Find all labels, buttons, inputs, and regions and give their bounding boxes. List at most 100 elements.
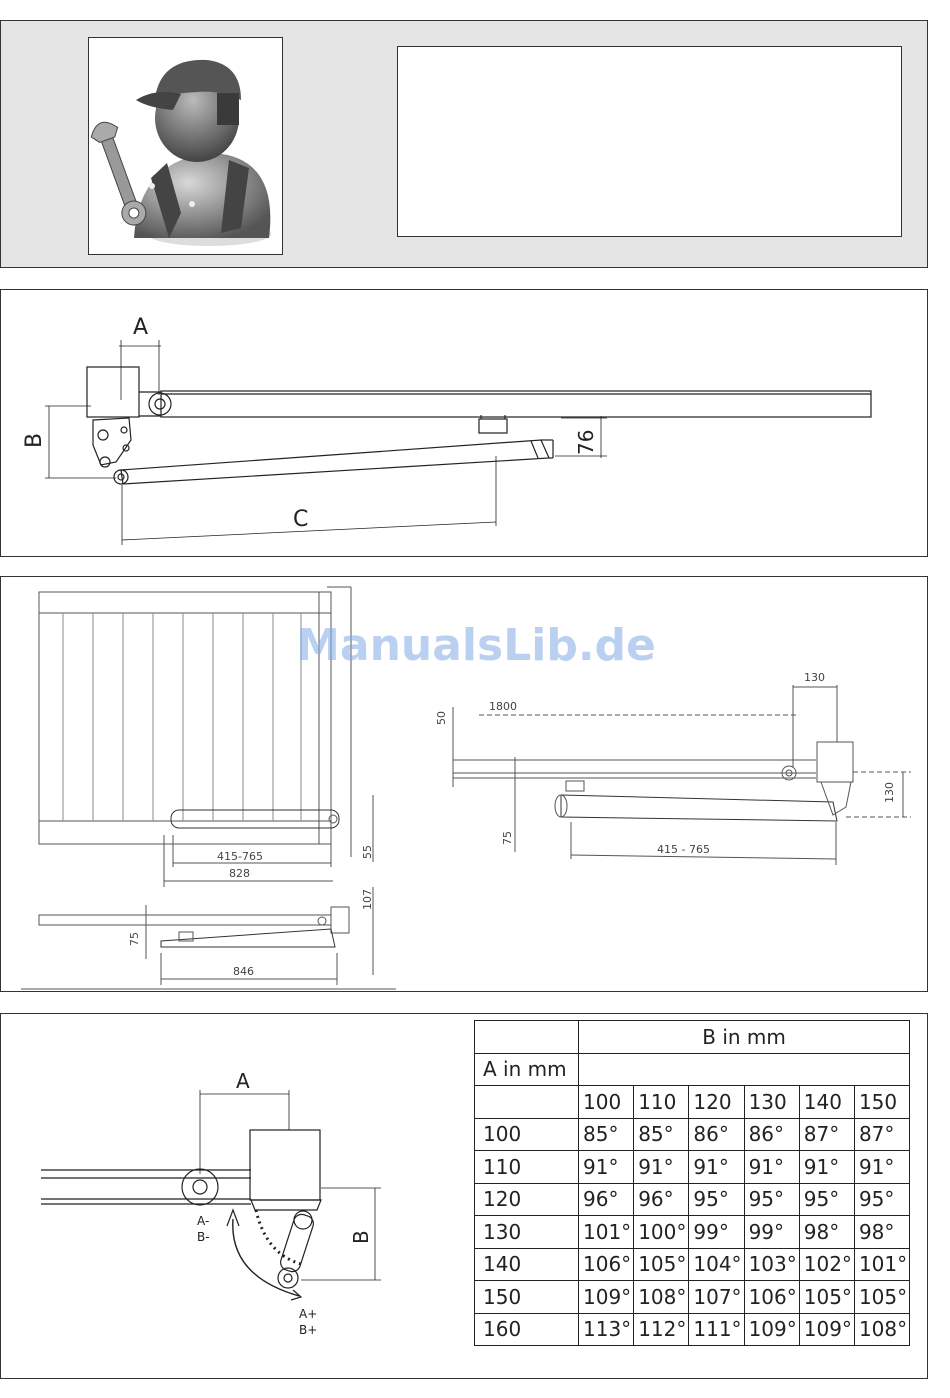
row-header: 160 <box>474 1312 579 1346</box>
table-cell: 91° <box>688 1150 745 1184</box>
table-cell: 85° <box>633 1117 690 1151</box>
table-row: 150 109° 108° 107° 106° 105° 105° <box>474 1280 911 1314</box>
note-box <box>397 46 902 237</box>
row-header: 150 <box>474 1280 579 1314</box>
table-cell: 95° <box>688 1182 745 1216</box>
table-cell: 105° <box>633 1247 690 1281</box>
dim-846: 846 <box>233 965 254 978</box>
dim-415-765: 415-765 <box>217 850 263 863</box>
table-cell: 86° <box>743 1117 800 1151</box>
table-cell: 109° <box>798 1312 855 1346</box>
dim-828: 828 <box>229 867 250 880</box>
installation-drawing: 415-765 828 55 75 846 107 1800 130 50 13… <box>21 586 911 990</box>
table-cell: 86° <box>688 1117 745 1151</box>
table-row: 160 113° 112° 111° 109° 109° 108° <box>474 1312 911 1346</box>
row-header: 120 <box>474 1182 579 1216</box>
door-closer-arm-drawing: A B 76 C <box>22 315 872 545</box>
installation-drawings-panel: 415-765 828 55 75 846 107 1800 130 50 13… <box>0 576 928 992</box>
column-header: 130 <box>743 1085 800 1119</box>
table-cell: 91° <box>577 1150 635 1184</box>
table-row: 100 85° 85° 86° 86° 87° 87° <box>474 1117 911 1151</box>
row-header: 130 <box>474 1215 579 1249</box>
table-cell: 91° <box>743 1150 800 1184</box>
angle-label-b: B <box>349 1230 373 1244</box>
table-cell: 85° <box>577 1117 635 1151</box>
table-cell: 95° <box>853 1182 911 1216</box>
header-b-in-mm: B in mm <box>577 1020 911 1054</box>
label-b-minus: B- <box>197 1230 210 1244</box>
column-header: 110 <box>633 1085 690 1119</box>
header-panel <box>0 20 928 268</box>
table-cell: 87° <box>798 1117 855 1151</box>
dim-107: 107 <box>361 889 374 910</box>
dim-label-a: A <box>133 315 148 340</box>
table-cell: 112° <box>633 1312 690 1346</box>
table-cell: 91° <box>853 1150 911 1184</box>
table-cell: 100° <box>633 1215 690 1249</box>
table-row: 140 106° 105° 104° 103° 102° 101° <box>474 1247 911 1281</box>
dim-label-76: 76 <box>574 430 598 455</box>
mechanic-with-wrench-icon <box>90 59 271 246</box>
table-cell: 107° <box>688 1280 745 1314</box>
table-cell: 109° <box>743 1312 800 1346</box>
table-cell: 98° <box>853 1215 911 1249</box>
dim-415-765-detail: 415 - 765 <box>657 843 710 856</box>
table-header-row: 100 110 120 130 140 150 <box>474 1085 911 1119</box>
table-cell: 111° <box>688 1312 745 1346</box>
column-header: 140 <box>798 1085 855 1119</box>
label-a-plus: A+ <box>299 1307 317 1321</box>
table-cell: 105° <box>853 1280 911 1314</box>
dim-130-side: 130 <box>883 782 896 803</box>
table-cell: 108° <box>633 1280 690 1314</box>
table-corner <box>474 1020 579 1054</box>
table-row: 130 101° 100° 99° 99° 98° 98° <box>474 1215 911 1249</box>
header-a-in-mm: A in mm <box>474 1052 579 1086</box>
row-header: 100 <box>474 1117 579 1151</box>
column-header: 100 <box>577 1085 635 1119</box>
table-cell: 103° <box>743 1247 800 1281</box>
dim-75-detail: 75 <box>501 831 514 845</box>
column-header: 120 <box>688 1085 745 1119</box>
angle-label-a: A <box>236 1069 250 1093</box>
table-cell: 113° <box>577 1312 635 1346</box>
table-cell: 95° <box>798 1182 855 1216</box>
table-cell: 87° <box>853 1117 911 1151</box>
dim-55: 55 <box>361 845 374 859</box>
table-cell: 101° <box>577 1215 635 1249</box>
table-cell: 101° <box>853 1247 911 1281</box>
dim-1800: 1800 <box>489 700 517 713</box>
row-header: 110 <box>474 1150 579 1184</box>
table-row: 120 96° 96° 95° 95° 95° 95° <box>474 1182 911 1216</box>
table-cell: 98° <box>798 1215 855 1249</box>
dim-label-c: C <box>293 507 308 532</box>
header-blank <box>577 1052 911 1086</box>
label-a-minus: A- <box>197 1214 209 1228</box>
row-header: 140 <box>474 1247 579 1281</box>
dim-50: 50 <box>435 711 448 725</box>
table-cell: 109° <box>577 1280 635 1314</box>
table-cell: 102° <box>798 1247 855 1281</box>
table-row: 110 91° 91° 91° 91° 91° 91° <box>474 1150 911 1184</box>
table-cell: 105° <box>798 1280 855 1314</box>
dim-label-b: B <box>22 433 47 448</box>
table-cell: 96° <box>633 1182 690 1216</box>
column-header: 150 <box>853 1085 911 1119</box>
label-b-plus: B+ <box>299 1323 317 1337</box>
dim-130-top: 130 <box>804 671 825 684</box>
angle-table: B in mm A in mm 100 110 120 130 140 150 … <box>474 1020 911 1346</box>
avatar-box <box>88 37 283 255</box>
table-cell: 108° <box>853 1312 911 1346</box>
table-cell: 96° <box>577 1182 635 1216</box>
dimension-drawing-panel: A B 76 C <box>0 289 928 557</box>
table-cell: 99° <box>743 1215 800 1249</box>
table-cell: 106° <box>743 1280 800 1314</box>
dim-75-plan: 75 <box>128 932 141 946</box>
table-cell: 104° <box>688 1247 745 1281</box>
table-cell: 95° <box>743 1182 800 1216</box>
watermark: ManualsLib.de <box>296 620 656 671</box>
table-cell: 91° <box>798 1150 855 1184</box>
table-cell: 99° <box>688 1215 745 1249</box>
table-cell: 106° <box>577 1247 635 1281</box>
angle-adjustment-drawing: A B A- B- A+ B+ <box>41 1069 381 1337</box>
table-cell: 91° <box>633 1150 690 1184</box>
